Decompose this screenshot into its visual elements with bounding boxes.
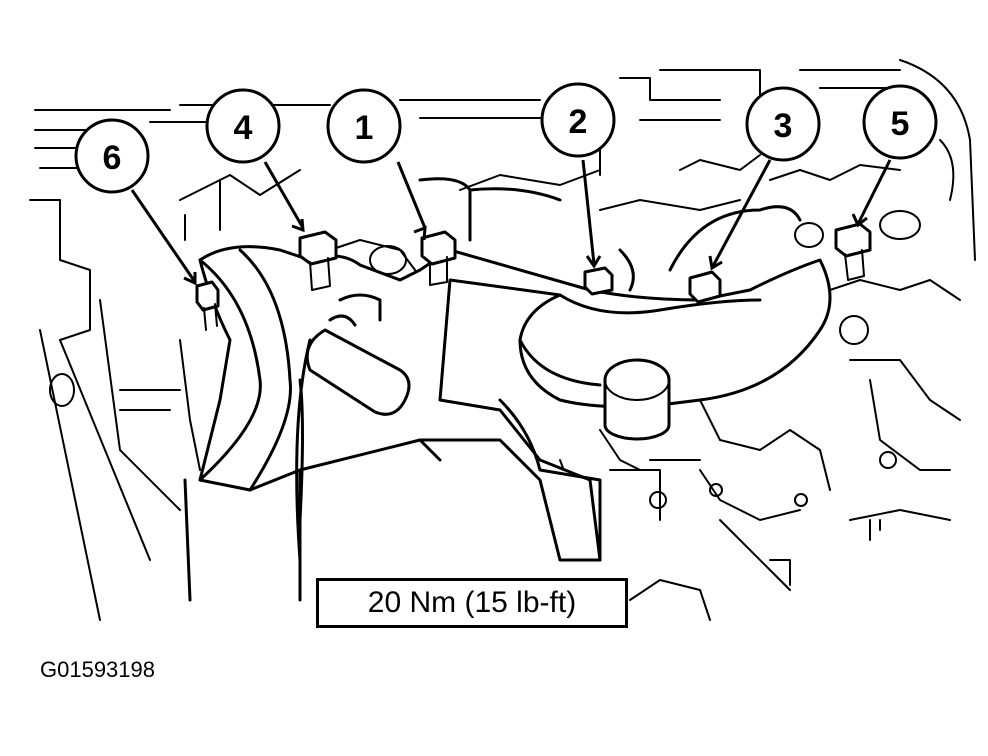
callout-3-label: 3 [774, 107, 793, 145]
exhaust-manifold [183, 177, 832, 602]
callout-5: 5 [862, 84, 938, 160]
bolt-2 [583, 266, 614, 296]
callout-2-label: 2 [569, 103, 588, 141]
callout-1-label: 1 [355, 109, 374, 147]
callout-3: 3 [745, 86, 821, 162]
callout-2: 2 [540, 82, 616, 158]
callout-6-label: 6 [103, 139, 122, 177]
engine-block-outline [29, 59, 976, 621]
bolt-4 [298, 230, 338, 291]
callout-4-label: 4 [234, 109, 253, 147]
figure-id: G01593198 [40, 657, 155, 682]
bolt-1 [420, 230, 457, 286]
bolt-3 [688, 270, 722, 304]
callout-leaders [130, 159, 892, 286]
callout-1: 1 [326, 88, 402, 164]
torque-spec-label: 20 Nm (15 lb-ft) [316, 578, 628, 628]
callout-5-label: 5 [891, 105, 910, 143]
bolt-5 [834, 222, 872, 281]
manifold-bolts [195, 222, 872, 331]
bolt-6 [195, 280, 220, 331]
callout-4: 4 [205, 88, 281, 164]
callout-6: 6 [74, 118, 150, 194]
